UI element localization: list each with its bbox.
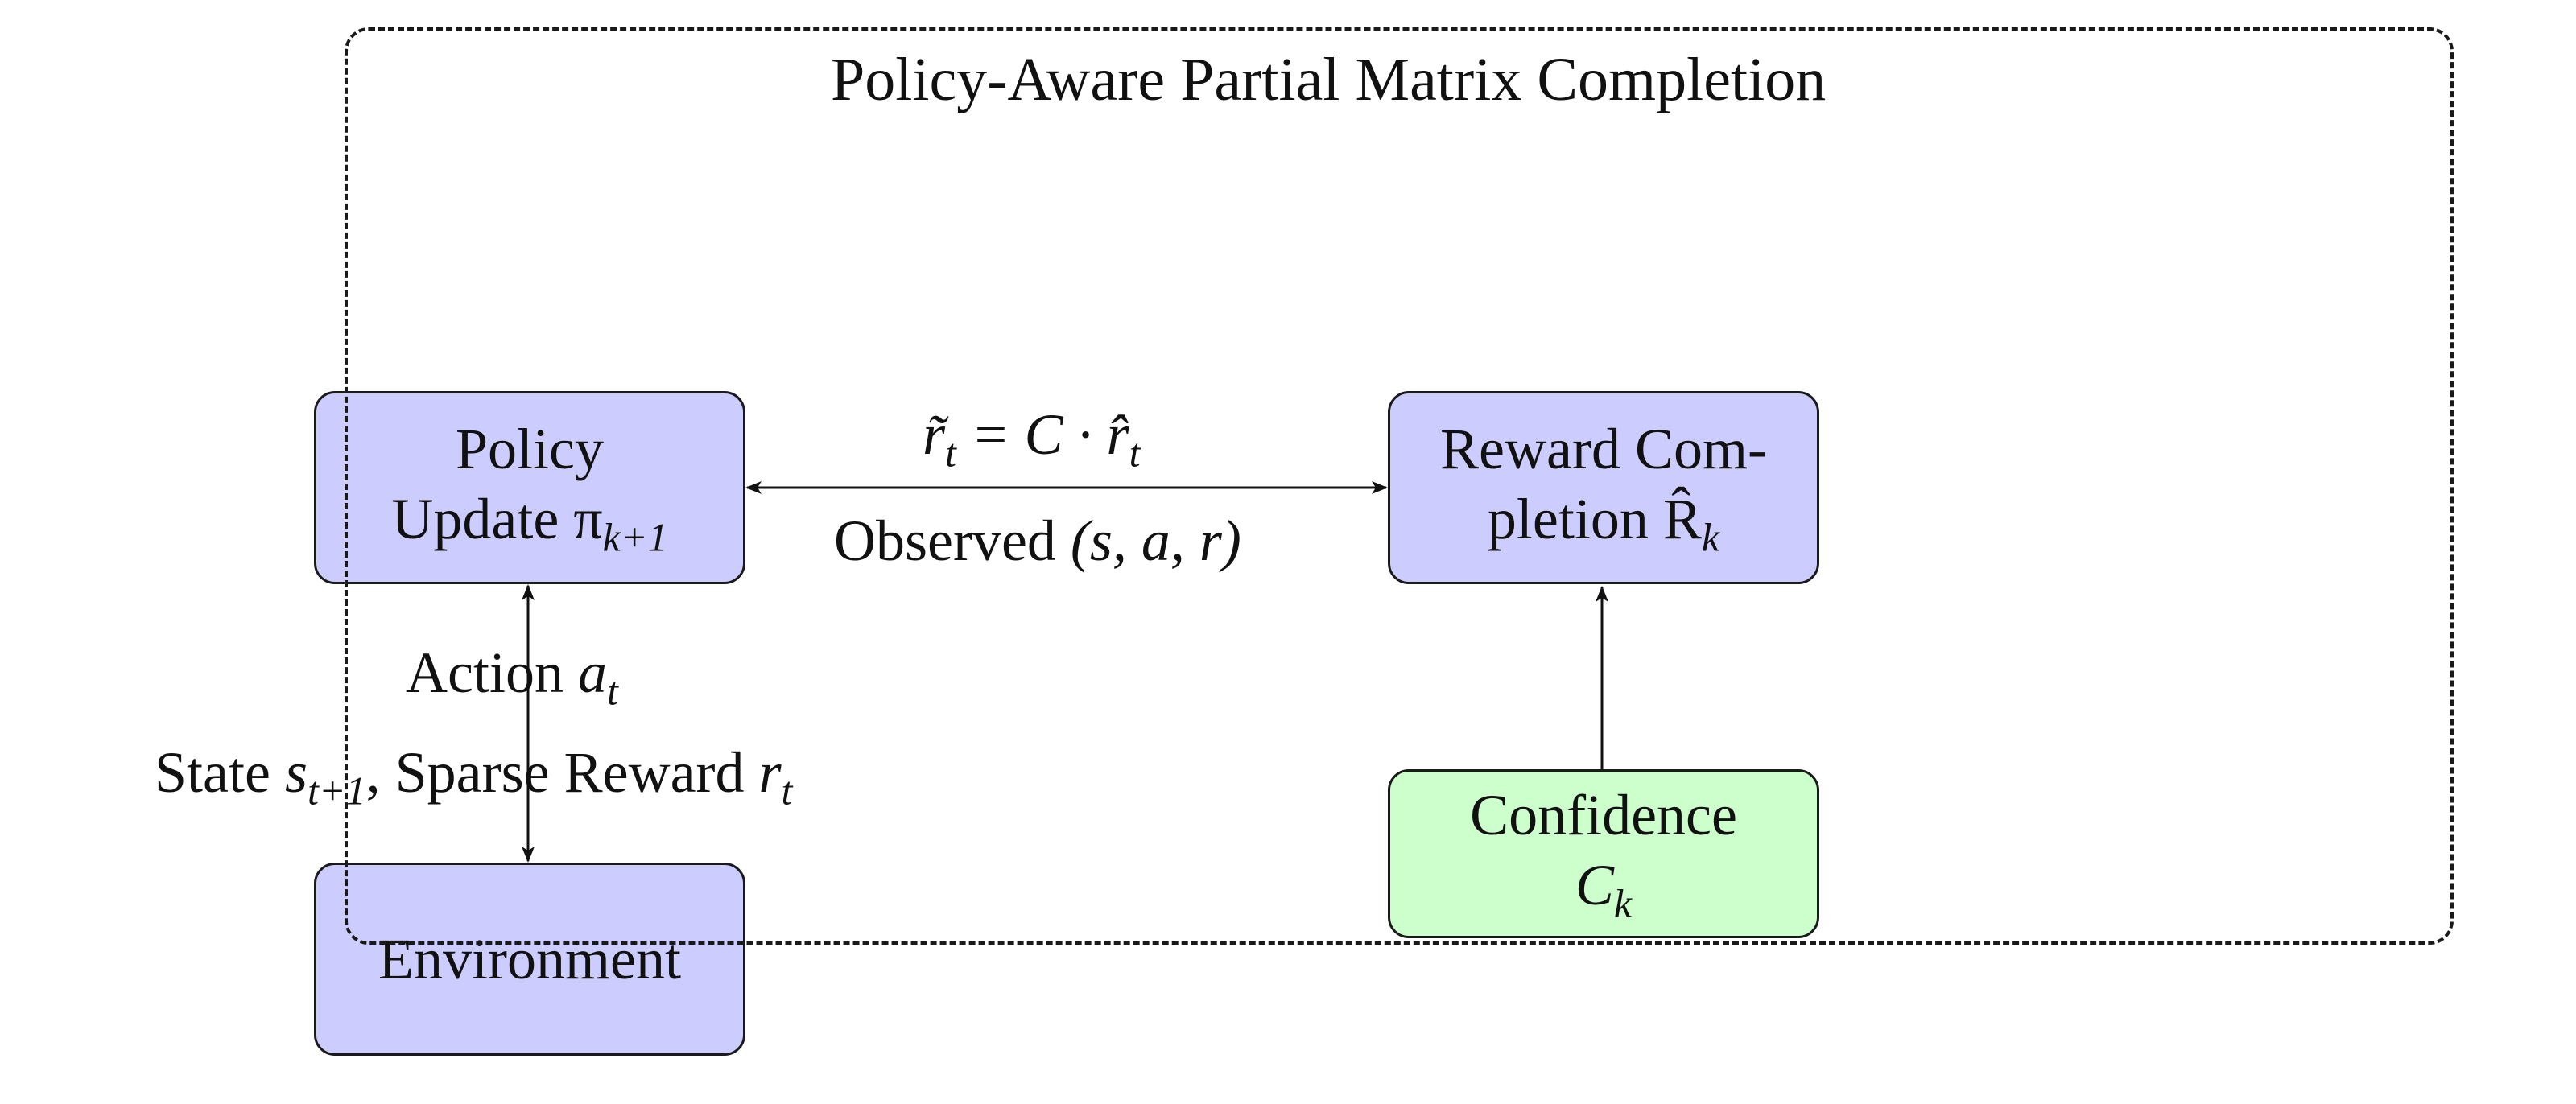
frame-title: Policy-Aware Partial Matrix Completion [831, 46, 1827, 113]
reward-completion-line2: pletion R̂k [1487, 486, 1720, 559]
confidence-node: Confidence Ck [1388, 769, 1819, 938]
confidence-line1: Confidence [1470, 783, 1737, 848]
policy-update-line2: Update πk+1 [391, 486, 668, 559]
reward-to-policy-label: r̃t = C · r̂t [923, 402, 1141, 476]
confidence-line2: Ck [1575, 852, 1633, 925]
environment-label: Environment [378, 926, 681, 991]
state-reward-label: State st+1, Sparse Reward rt [155, 740, 793, 814]
policy-to-reward-label: Observed (s, a, r) [834, 509, 1241, 573]
reward-completion-node: Reward Com- pletion R̂k [1388, 391, 1819, 584]
reward-completion-line1: Reward Com- [1440, 417, 1767, 482]
policy-update-line1: Policy [455, 417, 604, 482]
environment-node: Environment [314, 863, 745, 1056]
action-label: Action at [406, 641, 618, 714]
policy-update-node: Policy Update πk+1 [314, 391, 745, 584]
